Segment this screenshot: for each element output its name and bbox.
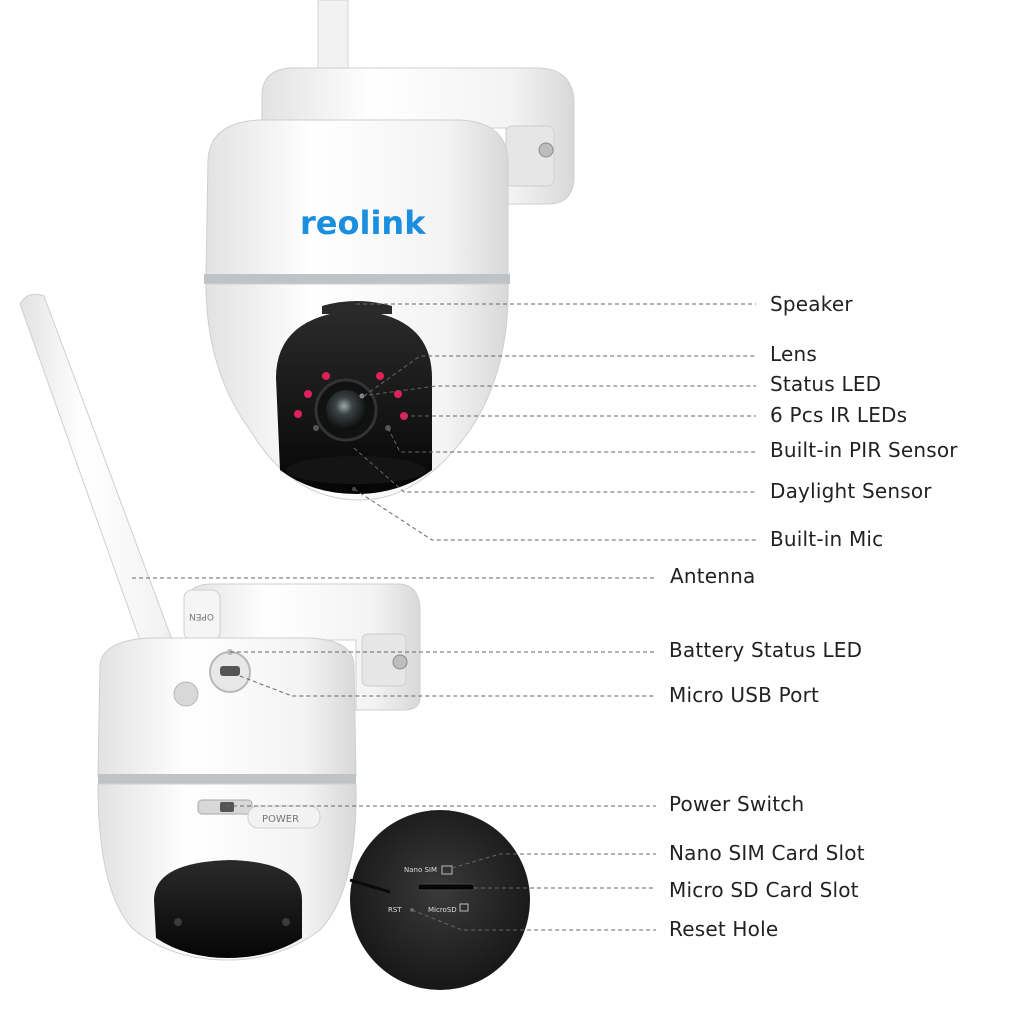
sd-icon: [459, 903, 469, 912]
label-usb-port: Micro USB Port: [669, 683, 820, 707]
camera-body-lower: [97, 637, 357, 777]
mount-pole: [317, 0, 349, 81]
label-lens: Lens: [770, 342, 817, 366]
label-sd-slot: Micro SD Card Slot: [669, 878, 859, 902]
leader-sim: [451, 853, 656, 869]
rst-marking: RST: [388, 906, 402, 914]
bracket-screw: [538, 142, 554, 158]
leader-lines: [132, 303, 756, 931]
black-faceplate-lower: [154, 860, 302, 958]
mic-hole-lower: [174, 918, 182, 926]
label-daylight-sensor: Daylight Sensor: [770, 479, 932, 503]
leader-pir-sensor: [387, 427, 756, 453]
nano-sim-marking: Nano SIM: [404, 866, 437, 874]
nano-sim-slot: [441, 865, 453, 875]
silver-ring-lower: [98, 774, 356, 784]
leader-lens: [363, 355, 756, 397]
leader-reset: [411, 909, 656, 931]
power-marking: POWER: [262, 814, 299, 825]
ir-led: [304, 390, 312, 398]
ir-led: [394, 390, 402, 398]
brand-logo: reolink: [300, 204, 426, 242]
speaker-grille: [322, 301, 392, 314]
ir-led: [322, 372, 330, 380]
cable: [349, 878, 391, 894]
lens-glass: [326, 390, 366, 430]
zoom-circle: [350, 810, 530, 990]
label-sim-slot: Nano SIM Card Slot: [669, 841, 865, 865]
ir-led: [376, 372, 384, 380]
pir-sensor: [313, 425, 319, 431]
label-ir-leds: 6 Pcs IR LEDs: [770, 403, 908, 427]
top-camera: reolink: [204, 0, 575, 501]
label-power-switch: Power Switch: [669, 792, 805, 816]
camera-head-upper: [205, 119, 509, 277]
zoom-inset: Nano SIM RST MicroSD: [349, 810, 530, 990]
label-reset-hole: Reset Hole: [669, 917, 779, 941]
micro-sd-marking: MicroSD: [428, 906, 457, 914]
mount-bracket: [261, 67, 575, 205]
bottom-camera: OPEN POWER: [19, 293, 421, 961]
ir-led: [294, 410, 302, 418]
leader-daylight-sensor: [353, 447, 756, 493]
leader-mic: [353, 488, 756, 541]
antenna-joint: [173, 681, 199, 707]
silver-ring: [204, 274, 510, 284]
micro-usb-port: [220, 666, 240, 676]
face-bottom-band: [286, 456, 426, 484]
label-mic: Built-in Mic: [770, 527, 884, 551]
power-switch-knob: [220, 802, 234, 812]
leader-status-led: [361, 385, 756, 397]
label-pir-sensor: Built-in PIR Sensor: [770, 438, 958, 462]
label-antenna: Antenna: [670, 564, 756, 588]
micro-sd-slot: [417, 883, 475, 891]
flap-marking: OPEN: [189, 611, 214, 621]
label-status-led: Status LED: [770, 372, 882, 396]
sensor-hole-lower: [282, 918, 290, 926]
label-speaker: Speaker: [770, 292, 853, 316]
bracket-screw-lower: [392, 654, 408, 670]
label-battery-led: Battery Status LED: [669, 638, 863, 662]
